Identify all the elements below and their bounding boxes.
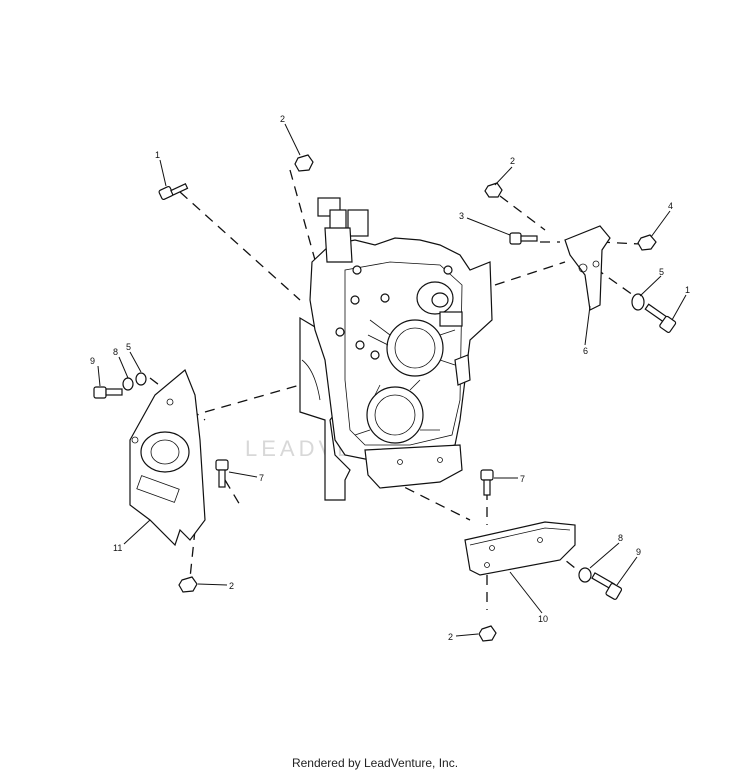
callout-3: 3 <box>459 211 464 221</box>
nut-2-lower-left <box>178 576 198 593</box>
left-mount-bracket <box>129 369 206 547</box>
bolt-9-left <box>93 386 123 399</box>
washer-5-right <box>631 293 645 311</box>
bolt-3 <box>509 232 538 245</box>
bolt-7-right <box>480 469 494 496</box>
callout-1-right: 1 <box>685 285 690 295</box>
bolt-1-right <box>644 303 677 333</box>
callout-8-left: 8 <box>113 347 118 357</box>
callout-7-left: 7 <box>259 473 264 483</box>
nut-2-bottom <box>478 625 497 642</box>
bolt-1-upper <box>158 183 189 201</box>
callout-10: 10 <box>538 614 548 624</box>
skid-plate <box>464 521 576 576</box>
callout-9-right: 9 <box>636 547 641 557</box>
callout-2-lower-left: 2 <box>229 581 234 591</box>
callout-7-right: 7 <box>520 474 525 484</box>
callout-5-left: 5 <box>126 342 131 352</box>
washer-8-right <box>578 567 592 583</box>
callout-6: 6 <box>583 346 588 356</box>
callout-11: 11 <box>113 543 122 553</box>
callout-4: 4 <box>668 201 673 211</box>
right-mount-bracket <box>564 225 611 311</box>
callout-9-left: 9 <box>90 356 95 366</box>
callout-1-top: 1 <box>155 150 160 160</box>
callout-8-right: 8 <box>618 533 623 543</box>
gearbox-housing <box>299 197 493 501</box>
nut-2-upper-right <box>484 182 503 198</box>
nut-2-top <box>294 154 314 172</box>
gearbox-skid <box>364 444 463 489</box>
nut-4 <box>637 234 657 251</box>
callouts: 1 2 2 3 4 5 1 6 9 8 5 7 7 11 2 8 9 10 2 <box>90 114 690 642</box>
callout-2-top: 2 <box>280 114 285 124</box>
washer-8-left <box>122 377 134 391</box>
callout-2-upper-right: 2 <box>510 156 515 166</box>
callout-5-right: 5 <box>659 267 664 277</box>
footer-credit: Rendered by LeadVenture, Inc. <box>291 756 459 770</box>
leader-lines <box>97 123 687 637</box>
callout-2-bottom: 2 <box>448 632 453 642</box>
bolt-9-right <box>591 572 623 600</box>
bolt-7-left <box>215 459 229 488</box>
washer-5-left <box>135 372 147 386</box>
